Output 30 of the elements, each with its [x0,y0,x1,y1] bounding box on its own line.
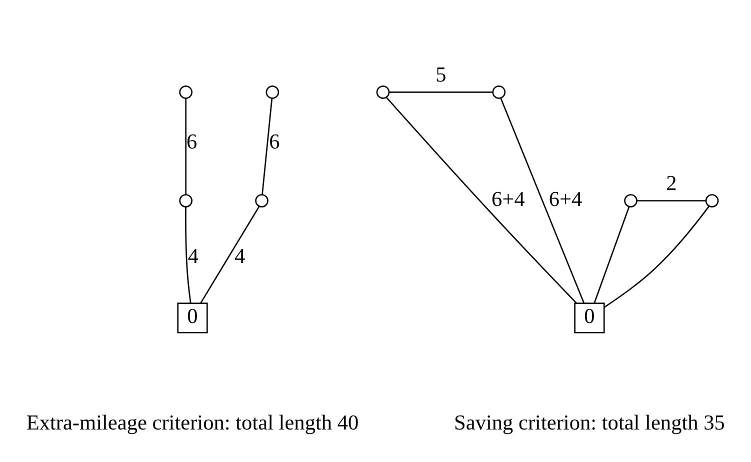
node-circle [624,194,637,208]
label: Extra-mileage criterion: total length 40 [26,410,358,435]
edge-label: 4 [187,244,198,268]
connector [261,98,272,195]
edge-label: 2 [666,170,676,195]
connector [388,92,492,93]
node-circle [704,194,718,208]
connector [636,200,706,202]
edge-label: 6 [186,130,197,154]
edge-label: 6+4 [548,186,582,211]
node-circle [265,86,279,99]
edge-label: 6 [268,130,280,154]
label: Saving criterion: total length 35 [454,410,724,435]
node-circle [254,194,268,208]
connector [593,206,630,304]
connector [500,98,584,304]
connector [200,206,260,304]
node-circle [178,86,192,99]
edge-label: 4 [234,244,245,268]
node-circle [178,194,192,208]
node-box: 0 [574,302,604,334]
node-circle [376,86,390,99]
connector [604,206,710,308]
connector [184,98,186,195]
connector [184,207,191,304]
edge-label: 6+4 [491,186,524,211]
node-box: 0 [176,302,208,334]
node-circle [492,86,506,99]
connector [385,96,577,304]
edge-label: 5 [435,62,446,86]
